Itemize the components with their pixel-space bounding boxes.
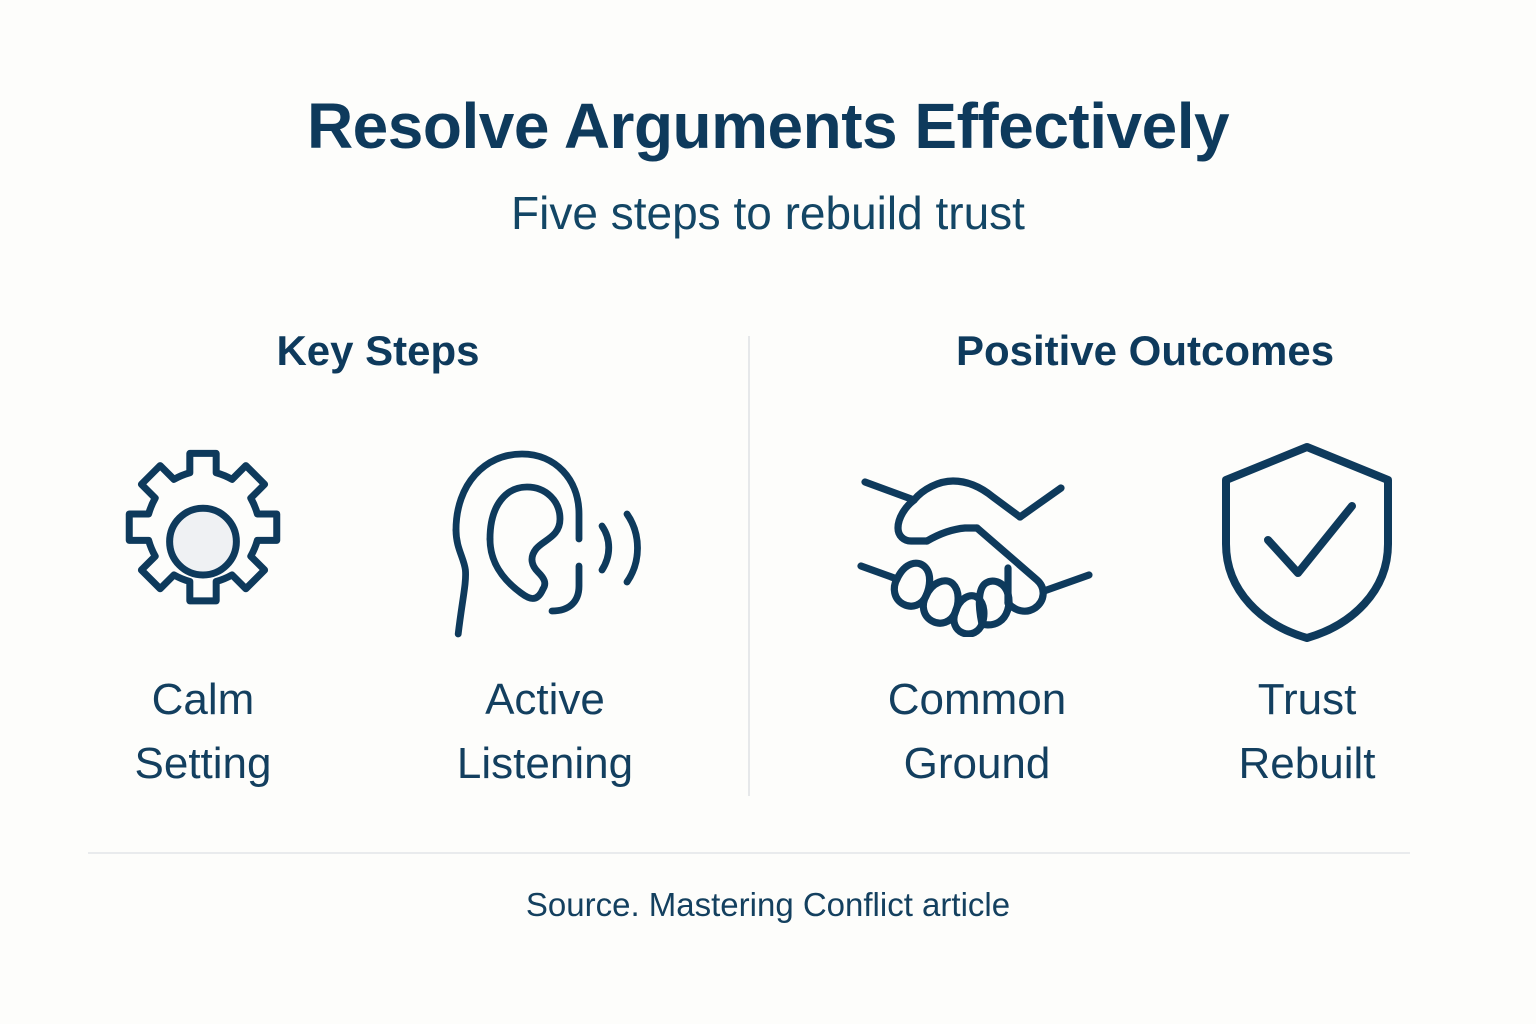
column-divider	[748, 336, 750, 796]
column-key-steps: Key Steps Calm Setting	[0, 330, 748, 796]
column-heading-positive-outcomes: Positive Outcomes	[955, 327, 1335, 374]
footer-divider	[88, 852, 1410, 854]
shield-check-icon	[1212, 442, 1402, 642]
item-label-trust-rebuilt: Trust Rebuilt	[1238, 675, 1376, 788]
page-subtitle: Five steps to rebuild trust	[511, 187, 1025, 239]
item-active-listening: Active Listening	[430, 442, 660, 796]
item-label-active-listening: Active Listening	[456, 675, 634, 788]
source-note: Source. Mastering Conflict article	[525, 886, 1011, 923]
column-heading-key-steps: Key Steps	[276, 327, 480, 374]
item-label-calm-setting: Calm Setting	[134, 675, 272, 788]
ear-listening-icon	[439, 442, 651, 642]
positive-outcomes-items: Common Ground Trust Rebuilt	[857, 442, 1422, 796]
footer: Source. Mastering Conflict article	[0, 888, 1536, 921]
item-trust-rebuilt: Trust Rebuilt	[1192, 442, 1422, 796]
item-calm-setting: Calm Setting	[88, 442, 318, 796]
columns-container: Key Steps Calm Setting	[0, 330, 1536, 796]
key-steps-items: Calm Setting	[88, 442, 660, 796]
item-label-common-ground: Common Ground	[887, 675, 1067, 788]
column-positive-outcomes: Positive Outcomes	[748, 330, 1536, 796]
handshake-icon	[853, 442, 1101, 642]
gear-icon	[100, 442, 306, 642]
page-title: Resolve Arguments Effectively	[306, 90, 1230, 162]
item-common-ground: Common Ground	[857, 442, 1093, 796]
header: Resolve Arguments Effectively Five steps…	[0, 94, 1536, 236]
